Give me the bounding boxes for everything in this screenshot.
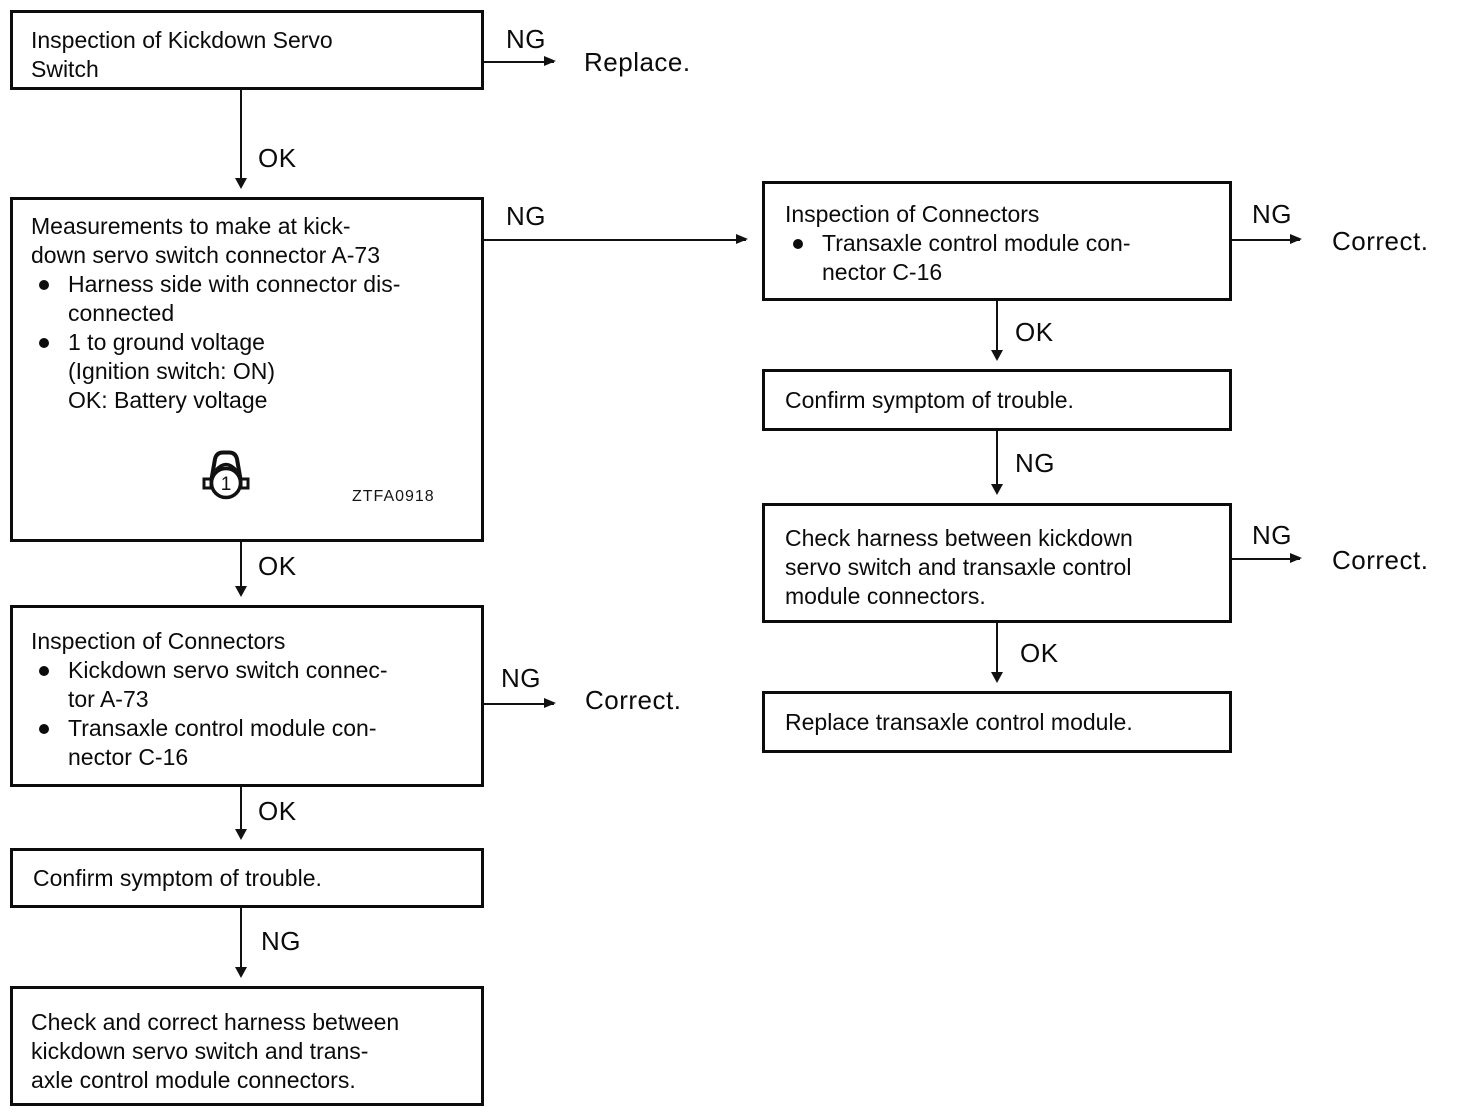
bullet-line: 1 to ground voltage (68, 329, 265, 355)
edge-label-ok: OK (258, 143, 297, 173)
arrow-right-measure-ng (484, 234, 748, 244)
node-check-and-correct-harness: Check and correct harness between kickdo… (10, 986, 484, 1106)
arrow-right-connectors-right-ng (1232, 234, 1302, 244)
bullet-line: (Ignition switch: ON) (68, 358, 276, 384)
node-line: Inspection of Connectors (785, 201, 1040, 227)
node-line: Inspection of Kickdown Servo (31, 27, 333, 53)
bullet-icon (39, 666, 49, 676)
node-measurements-kickdown-servo-connector: Measurements to make at kick- down servo… (10, 197, 484, 542)
bullet-item: Transaxle control module con- nector C-1… (31, 714, 471, 772)
bullet-item: 1 to ground voltage (Ignition switch: ON… (31, 328, 471, 415)
bullet-line: Kickdown servo switch connec- (68, 657, 388, 683)
node-check-harness: Check harness between kickdown servo swi… (762, 503, 1232, 623)
bullet-line: Transaxle control module con- (68, 715, 377, 741)
edge-label-ng: NG (506, 201, 546, 231)
node-line: kickdown servo switch and trans- (31, 1038, 369, 1064)
node-confirm-symptom-left: Confirm symptom of trouble. (10, 848, 484, 908)
node-line: Check harness between kickdown (785, 525, 1133, 551)
node-inspect-kickdown-servo-switch: Inspection of Kickdown Servo Switch (10, 10, 484, 90)
node-line: down servo switch connector A-73 (31, 242, 381, 268)
bullet-icon (39, 724, 49, 734)
edge-label-ok: OK (1015, 317, 1054, 347)
node-replace-transaxle-control-module: Replace transaxle control module. (762, 691, 1232, 753)
node-line: servo switch and transaxle control (785, 554, 1132, 580)
edge-label-ok: OK (258, 796, 297, 826)
terminal-replace: Replace. (584, 47, 691, 77)
arrow-down-confirm-left-ng (234, 908, 247, 978)
arrow-down-measure-ok (234, 542, 247, 597)
edge-label-ng: NG (1252, 520, 1292, 550)
edge-label-ng: NG (506, 24, 546, 54)
bullet-line: OK: Battery voltage (68, 387, 268, 413)
node-line: module connectors. (785, 583, 986, 609)
arrow-down-harness-ok (990, 623, 1003, 683)
bullet-icon (39, 280, 49, 290)
arrow-down-switch-ok (234, 90, 247, 189)
figure-code: ZTFA0918 (352, 488, 435, 505)
edge-label-ng: NG (1252, 199, 1292, 229)
node-line: Confirm symptom of trouble. (785, 386, 1074, 413)
bullet-icon (793, 239, 803, 249)
edge-label-ok: OK (1020, 638, 1059, 668)
bullet-item: Kickdown servo switch connec- tor A-73 (31, 656, 471, 714)
edge-label-ok: OK (258, 551, 297, 581)
bullet-line: Transaxle control module con- (822, 230, 1131, 256)
terminal-correct: Correct. (1332, 545, 1429, 575)
node-line: Switch (31, 56, 99, 82)
node-line: axle control module connectors. (31, 1067, 356, 1093)
node-line: Check and correct harness between (31, 1009, 400, 1035)
bullet-item: Transaxle control module con- nector C-1… (785, 229, 1219, 287)
node-confirm-symptom-right: Confirm symptom of trouble. (762, 369, 1232, 431)
arrow-right-switch-ng (484, 56, 556, 66)
node-line: Measurements to make at kick- (31, 213, 351, 239)
terminal-correct: Correct. (585, 685, 682, 715)
terminal-correct: Correct. (1332, 226, 1429, 256)
arrow-down-confirm-right-ng (990, 431, 1003, 495)
node-inspect-connectors-left: Inspection of Connectors Kickdown servo … (10, 605, 484, 787)
edge-label-ng: NG (501, 663, 541, 693)
bullet-item: Harness side with connector dis- connect… (31, 270, 471, 328)
bullet-line: connected (68, 300, 175, 326)
arrow-down-connectors-right-ok (990, 301, 1003, 361)
terminal-number: 1 (221, 474, 232, 495)
node-line: Replace transaxle control module. (785, 708, 1133, 735)
bullet-line: Harness side with connector dis- (68, 271, 401, 297)
arrow-right-connectors-left-ng (484, 698, 556, 708)
node-line: Inspection of Connectors (31, 628, 286, 654)
bullet-icon (39, 338, 49, 348)
node-inspect-connectors-right: Inspection of Connectors Transaxle contr… (762, 181, 1232, 301)
bullet-line: nector C-16 (822, 259, 943, 285)
connector-terminal-icon: 1 (202, 450, 250, 500)
arrow-right-harness-ng (1232, 553, 1302, 563)
bullet-line: nector C-16 (68, 744, 189, 770)
edge-label-ng: NG (1015, 448, 1055, 478)
node-line: Confirm symptom of trouble. (33, 864, 322, 891)
arrow-down-connectors-left-ok (234, 787, 247, 840)
edge-label-ng: NG (261, 926, 301, 956)
bullet-line: tor A-73 (68, 686, 149, 712)
